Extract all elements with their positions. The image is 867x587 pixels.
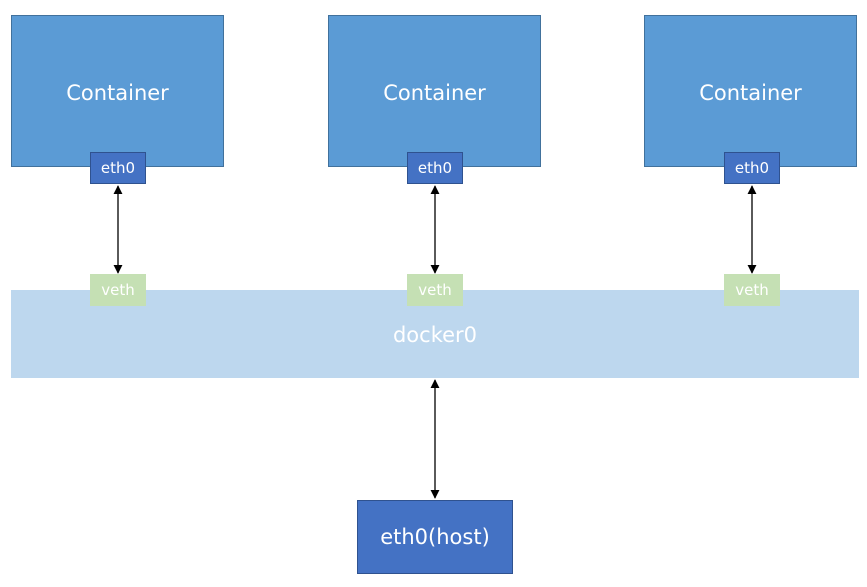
- container-2-veth: veth: [407, 274, 463, 306]
- container-1-label: Container: [66, 81, 169, 105]
- container-2-label: Container: [383, 81, 486, 105]
- container-1-veth: veth: [90, 274, 146, 306]
- container-3-veth: veth: [724, 274, 780, 306]
- container-3-eth0: eth0: [724, 152, 780, 184]
- container-2-eth0: eth0: [407, 152, 463, 184]
- host-eth0: eth0(host): [357, 500, 513, 574]
- container-1-eth0: eth0: [90, 152, 146, 184]
- container-2: Container: [328, 15, 541, 167]
- container-1: Container: [11, 15, 224, 167]
- container-3: Container: [644, 15, 857, 167]
- bridge-label: docker0: [392, 323, 478, 347]
- container-3-label: Container: [699, 81, 802, 105]
